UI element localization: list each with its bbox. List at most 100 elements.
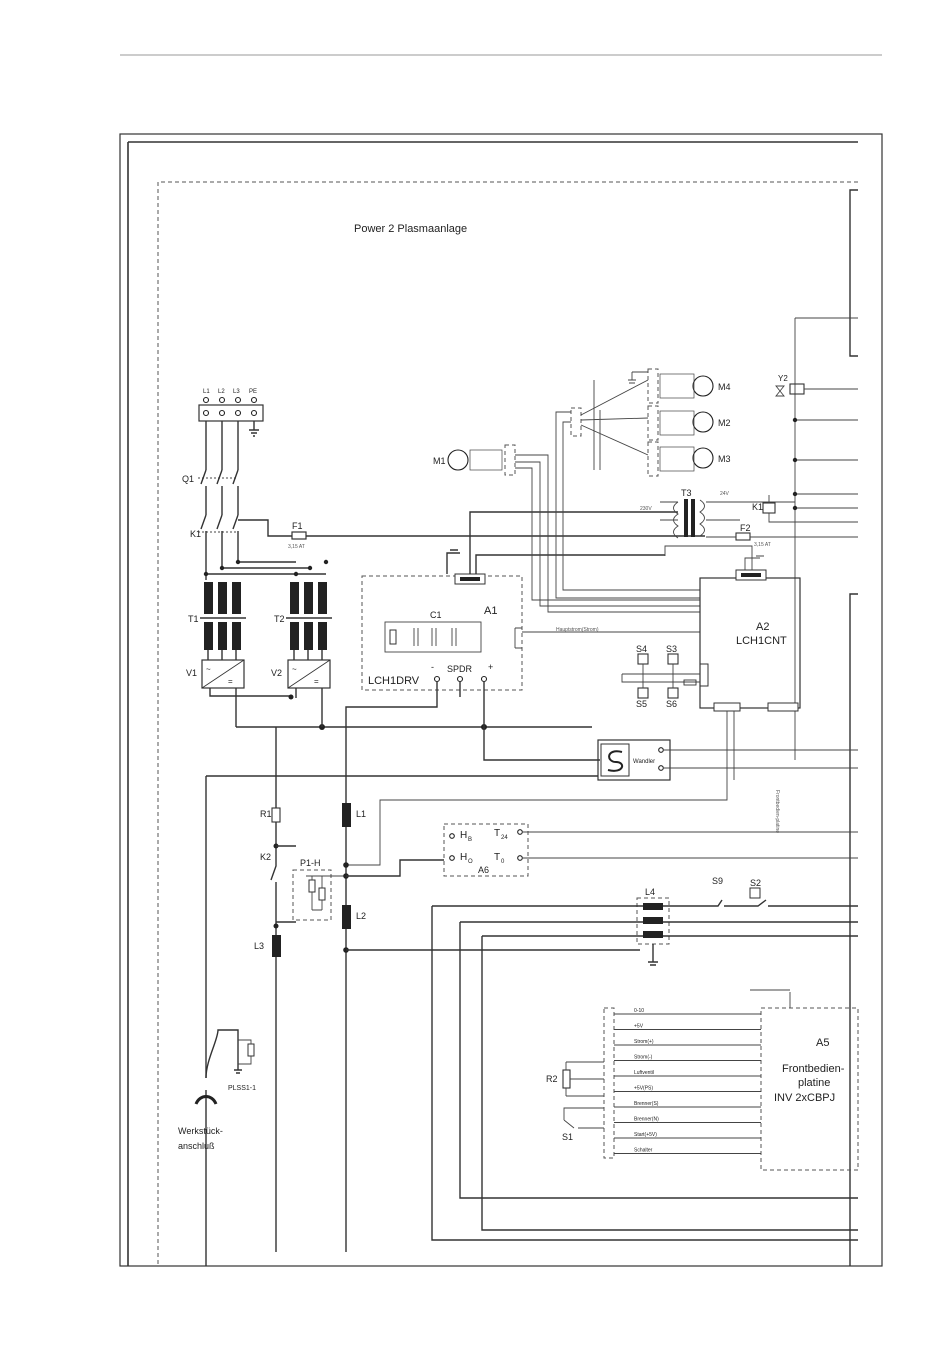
a2-control-board: A2 LCH1CNT xyxy=(699,569,801,712)
a1-label: A1 xyxy=(484,605,497,617)
svg-text:T: T xyxy=(494,852,500,863)
svg-text:=: = xyxy=(228,677,233,686)
p1h-protection: P1-H xyxy=(292,858,346,921)
l3-label: L3 xyxy=(254,941,264,951)
l1-label: L1 xyxy=(356,809,366,819)
workpiece-label-line2: anschluß xyxy=(178,1141,215,1151)
k1-relay-coil: K1 xyxy=(752,495,795,523)
y2-label: Y2 xyxy=(778,374,788,383)
spdr-label: SPDR xyxy=(447,664,473,674)
a5-front-panel-board: A5 Frontbedien- platine INV 2xCBPJ xyxy=(760,1007,859,1171)
r2-potentiometer: R2 xyxy=(546,1061,604,1097)
terminal-label-l3: L3 xyxy=(233,389,240,395)
v2-rectifier: ~ = V2 xyxy=(271,659,331,689)
a6-label: A6 xyxy=(478,865,489,875)
l4-filter: L4 xyxy=(636,887,670,966)
current-switches: S4 S3 S5 S6 xyxy=(621,644,700,709)
svg-text:+: + xyxy=(488,662,493,672)
v1-label: V1 xyxy=(186,668,197,678)
machine-boundary xyxy=(157,181,858,1266)
m1-label: M1 xyxy=(433,456,446,466)
t1-transformer: T1 xyxy=(188,582,246,650)
svg-text:Hauptstrom(Strom): Hauptstrom(Strom) xyxy=(556,627,599,633)
m2-label: M2 xyxy=(718,418,731,428)
t3-transformer: T3 230V 24V xyxy=(640,488,795,539)
v2-label: V2 xyxy=(271,668,282,678)
a5-line1: Frontbedien- xyxy=(782,1063,845,1075)
m3-label: M3 xyxy=(718,454,731,464)
c1-label: C1 xyxy=(430,610,442,620)
supply-terminal-block: L1 L2 L3 PE xyxy=(198,389,264,437)
a6-hf-board: A6 H B H O T 24 T 0 xyxy=(443,823,529,877)
svg-text:O: O xyxy=(468,859,473,865)
r1-label: R1 xyxy=(260,809,272,819)
a5-row-label: Brenner(N) xyxy=(634,1117,659,1123)
a5-row-label: +5V(PS) xyxy=(634,1086,653,1092)
y2-valve: Y2 xyxy=(775,374,858,397)
a5-row-label: 0-10 xyxy=(634,1008,644,1014)
wandler-label: Wandler xyxy=(633,759,655,765)
s4-label: S4 xyxy=(636,644,647,654)
a5-label: A5 xyxy=(816,1037,829,1049)
svg-text:0: 0 xyxy=(501,859,505,865)
a5-row-label: Strom(-) xyxy=(634,1055,653,1061)
a5-row-label: Schalter xyxy=(634,1148,653,1154)
svg-text:3,15 AT: 3,15 AT xyxy=(754,542,771,548)
t3-label: T3 xyxy=(681,488,692,498)
terminal-label-l1: L1 xyxy=(203,389,210,395)
m2-fan-motor: M2 xyxy=(647,405,731,441)
s1-torch-switch: S1 xyxy=(562,1107,604,1142)
f2-fuse: F2 3,15 AT xyxy=(706,523,858,548)
r1-resistor xyxy=(271,807,281,823)
a5-row-label: Start(+5V) xyxy=(634,1132,657,1138)
svg-text:=: = xyxy=(314,677,319,686)
k1-contact-label: K1 xyxy=(190,529,201,539)
a5-row-label: Brenner(S) xyxy=(634,1101,659,1107)
svg-text:~: ~ xyxy=(292,665,297,674)
l2-label: L2 xyxy=(356,911,366,921)
q1-label: Q1 xyxy=(182,474,194,484)
r2-label: R2 xyxy=(546,1074,558,1084)
m1-pump-motor: M1 xyxy=(433,444,516,476)
s1-label: S1 xyxy=(562,1132,573,1142)
current-transducer: Wandler xyxy=(597,739,858,781)
diagram-title: Power 2 Plasmaanlage xyxy=(354,223,467,235)
m3-fan-motor: M3 xyxy=(647,441,731,477)
terminal-label-l2: L2 xyxy=(218,389,225,395)
t2-label: T2 xyxy=(274,614,285,624)
svg-text:3,15 AT: 3,15 AT xyxy=(288,544,305,550)
svg-text:Frontbedien-platine: Frontbedien-platine xyxy=(774,790,780,833)
f1-label: F1 xyxy=(292,521,303,531)
a5-row-label: Luftventil xyxy=(634,1070,654,1076)
a2-label: A2 xyxy=(756,621,769,633)
terminal-label-pe: PE xyxy=(249,389,257,395)
lch1drv-label: LCH1DRV xyxy=(368,675,420,687)
a5-row-label: +5V xyxy=(634,1024,644,1030)
svg-text:T: T xyxy=(494,828,500,839)
a5-row-label: Strom(+) xyxy=(634,1039,654,1045)
l3-inductor xyxy=(272,935,281,957)
s9-label: S9 xyxy=(712,876,723,886)
l1-inductor xyxy=(342,803,351,827)
l4-label: L4 xyxy=(645,887,655,897)
a1-driver-board: A1 LCH1DRV C1 SPDR - + xyxy=(361,573,523,691)
svg-text:H: H xyxy=(460,830,467,841)
svg-text:B: B xyxy=(468,837,472,843)
k1-coil-label: K1 xyxy=(752,502,763,512)
s5-label: S5 xyxy=(636,699,647,709)
svg-text:-: - xyxy=(431,662,434,672)
workpiece-connection: PLSS1-1 Werkstück- anschluß xyxy=(178,1029,256,1151)
svg-text:H: H xyxy=(460,852,467,863)
s6-label: S6 xyxy=(666,699,677,709)
s3-label: S3 xyxy=(666,644,677,654)
k2-label: K2 xyxy=(260,852,271,862)
diagram-frame xyxy=(119,133,883,1267)
plss-label: PLSS1-1 xyxy=(228,1085,256,1092)
v1-rectifier: ~ = V1 xyxy=(186,659,245,689)
m4-label: M4 xyxy=(718,382,731,392)
t2-transformer: T2 xyxy=(274,582,332,650)
svg-text:24: 24 xyxy=(501,835,508,841)
a5-line2: platine xyxy=(798,1077,830,1089)
